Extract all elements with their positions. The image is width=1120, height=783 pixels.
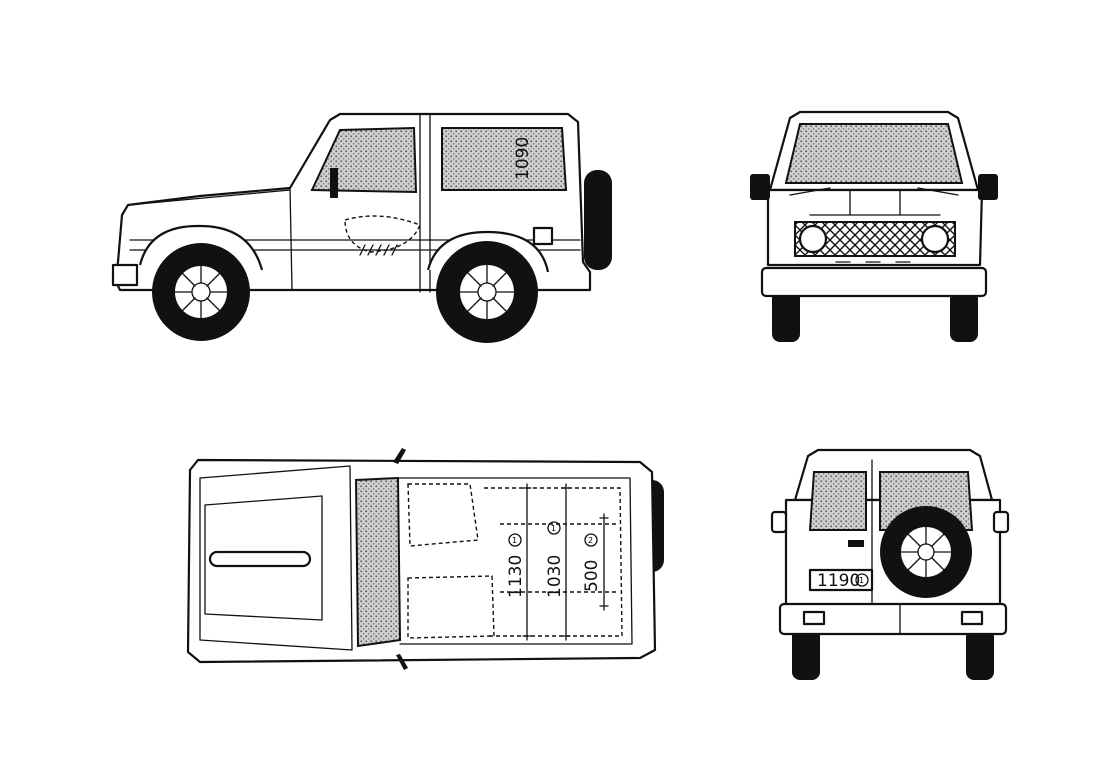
rear-spare-tire [880, 506, 972, 598]
top-right-mirror-icon [396, 654, 408, 670]
top-marker-1: 1 [508, 533, 522, 547]
top-dimension-outer: 1130 [506, 555, 526, 598]
side-mirror-icon [330, 168, 338, 198]
svg-text:1: 1 [512, 536, 517, 545]
rear-left-tire [792, 628, 820, 680]
side-front-wheel [152, 243, 250, 341]
rear-bumper [778, 602, 1008, 636]
rear-plate [808, 568, 874, 592]
front-left-tire [772, 290, 800, 342]
top-dimension-middle: 1030 [545, 555, 565, 598]
front-right-mirror-icon [978, 174, 998, 200]
side-rear-wheel [436, 241, 538, 343]
top-left-mirror-icon [393, 448, 406, 464]
top-marker-1b: 1 [547, 521, 561, 535]
top-view: 1130 1030 500 1 1 2 [186, 448, 664, 670]
front-windshield [784, 123, 964, 184]
front-right-headlight [920, 224, 950, 254]
top-hood-scoop [208, 550, 312, 568]
svg-text:2: 2 [588, 536, 593, 545]
side-roof-dimension: 1090 [513, 137, 533, 180]
front-view [750, 110, 998, 342]
rear-plate-dimension: 1190 [817, 571, 860, 591]
front-left-headlight [798, 224, 828, 254]
svg-text:1: 1 [859, 576, 864, 585]
side-spare-tire [584, 170, 612, 270]
rear-left-window [808, 471, 867, 531]
svg-text:1: 1 [551, 524, 556, 533]
side-rear-window [441, 127, 568, 191]
rear-right-tire [966, 628, 994, 680]
top-dimension-inner: 500 [582, 560, 602, 592]
front-right-tire [950, 290, 978, 342]
top-windshield [354, 476, 402, 648]
rear-view: 1190 1 [770, 448, 1010, 680]
side-view: 1090 [111, 112, 612, 343]
rear-marker-1: 1 [855, 573, 869, 587]
front-bumper [760, 266, 988, 298]
front-left-mirror-icon [750, 174, 770, 200]
top-marker-2: 2 [584, 533, 598, 547]
